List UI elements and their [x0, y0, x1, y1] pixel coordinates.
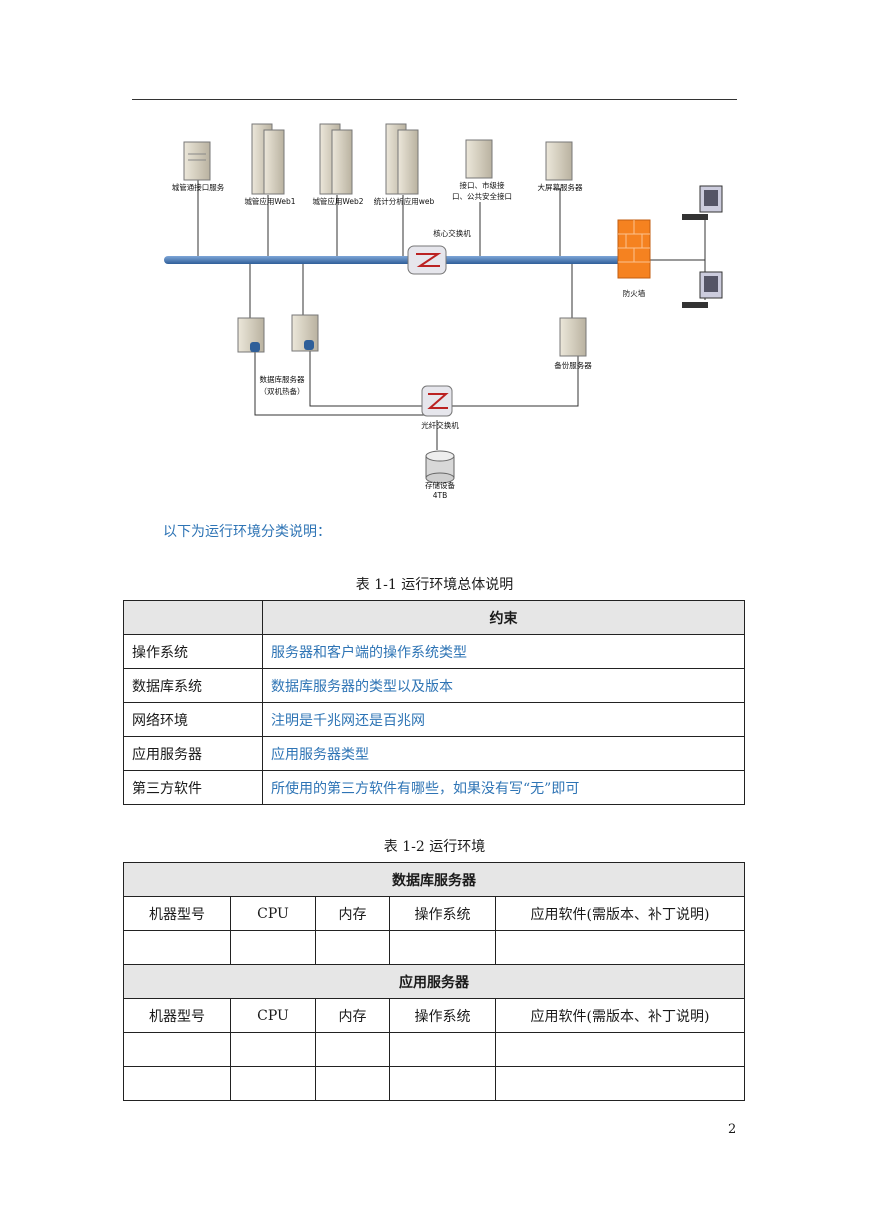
label-db-server-ha: （双机热备） — [260, 386, 305, 396]
empty-cell[interactable] — [230, 1066, 316, 1101]
db-server-icon — [291, 314, 319, 352]
empty-cell[interactable] — [495, 1066, 745, 1101]
client-pc-icon — [682, 185, 723, 220]
row-key: 操作系统 — [123, 634, 263, 669]
network-diagram: 城管通接口服务 城管应用Web1 城管应用Web2 统计分析应用web 接口、市… — [164, 123, 723, 500]
row-key: 网络环境 — [123, 702, 263, 737]
empty-cell[interactable] — [495, 1032, 745, 1067]
empty-cell[interactable] — [123, 1066, 231, 1101]
empty-cell[interactable] — [495, 930, 745, 965]
col-os: 操作系统 — [389, 896, 496, 931]
client-pc-icon — [682, 271, 723, 308]
label-storage-size: 4TB — [433, 491, 448, 500]
col-software: 应用软件(需版本、补丁说明) — [495, 896, 745, 931]
section-row: 数据库服务器 — [123, 862, 745, 897]
row-key: 数据库系统 — [123, 668, 263, 703]
db-server-icon — [237, 317, 265, 353]
label-interface-2: 口、公共安全接口 — [452, 191, 512, 201]
label-interface-1: 接口、市级接 — [460, 180, 505, 190]
label-web2: 城管应用Web2 — [312, 196, 363, 206]
table-row — [123, 930, 745, 965]
table-row: 应用服务器 应用服务器类型 — [123, 736, 745, 771]
row-value: 注明是千兆网还是百兆网 — [262, 702, 745, 737]
label-bigscreen: 大屏幕服务器 — [538, 182, 583, 192]
table-row: 网络环境 注明是千兆网还是百兆网 — [123, 702, 745, 737]
runtime-env-table: 数据库服务器 机器型号 CPU 内存 操作系统 应用软件(需版本、补丁说明) 应… — [123, 862, 745, 1101]
table-row — [123, 1066, 745, 1101]
col-cpu: CPU — [230, 998, 316, 1033]
table1-caption: 表 1-1 运行环境总体说明 — [355, 577, 514, 593]
header-rule — [132, 99, 737, 100]
network-backbone — [164, 256, 634, 264]
col-os: 操作系统 — [389, 998, 496, 1033]
env-overview-table: 约束 操作系统 服务器和客户端的操作系统类型 数据库系统 数据库服务器的类型以及… — [123, 600, 745, 805]
empty-cell[interactable] — [315, 1066, 390, 1101]
header-cell: 约束 — [262, 600, 745, 635]
empty-cell[interactable] — [389, 1066, 496, 1101]
server-rack-icon — [385, 123, 419, 195]
server-icon — [183, 141, 211, 181]
table-row — [123, 1032, 745, 1067]
row-value: 服务器和客户端的操作系统类型 — [262, 634, 745, 669]
empty-cell[interactable] — [123, 930, 231, 965]
row-value: 所使用的第三方软件有哪些，如果没有写“无”即可 — [262, 770, 745, 805]
intro-text: 以下为运行环境分类说明： — [163, 524, 331, 540]
section-app-server: 应用服务器 — [123, 964, 745, 999]
label-gateway-service: 城管通接口服务 — [172, 182, 225, 192]
empty-cell[interactable] — [389, 1032, 496, 1067]
empty-cell[interactable] — [123, 1032, 231, 1067]
storage-device-icon — [425, 450, 455, 484]
table-row: 操作系统 服务器和客户端的操作系统类型 — [123, 634, 745, 669]
col-memory: 内存 — [315, 896, 390, 931]
table-header-row: 约束 — [123, 600, 745, 635]
empty-cell[interactable] — [315, 1032, 390, 1067]
label-fiber-switch: 光纤交换机 — [421, 420, 459, 430]
fiber-switch-icon — [421, 385, 453, 417]
server-rack-icon — [319, 123, 353, 195]
table2-caption: 表 1-2 运行环境 — [383, 839, 486, 855]
column-header-row: 机器型号 CPU 内存 操作系统 应用软件(需版本、补丁说明) — [123, 896, 745, 931]
col-memory: 内存 — [315, 998, 390, 1033]
server-icon — [545, 141, 573, 181]
page-number: 2 — [728, 1122, 737, 1137]
label-storage: 存储设备 — [425, 480, 455, 490]
empty-cell[interactable] — [315, 930, 390, 965]
empty-cell[interactable] — [389, 930, 496, 965]
server-rack-icon — [251, 123, 285, 195]
backup-server-icon — [559, 317, 587, 357]
table-row: 第三方软件 所使用的第三方软件有哪些，如果没有写“无”即可 — [123, 770, 745, 805]
column-header-row: 机器型号 CPU 内存 操作系统 应用软件(需版本、补丁说明) — [123, 998, 745, 1033]
core-switch-icon — [407, 245, 447, 275]
col-cpu: CPU — [230, 896, 316, 931]
firewall-icon — [617, 219, 651, 279]
table-row: 数据库系统 数据库服务器的类型以及版本 — [123, 668, 745, 703]
connection-lines — [197, 180, 706, 450]
row-value: 数据库服务器的类型以及版本 — [262, 668, 745, 703]
col-model: 机器型号 — [123, 998, 231, 1033]
empty-cell[interactable] — [230, 930, 316, 965]
label-backup-server: 备份服务器 — [554, 360, 592, 370]
label-web1: 城管应用Web1 — [244, 196, 295, 206]
section-db-server: 数据库服务器 — [123, 862, 745, 897]
server-icon — [465, 139, 493, 179]
row-key: 应用服务器 — [123, 736, 263, 771]
header-cell — [123, 600, 263, 635]
label-stats-web: 统计分析应用web — [374, 196, 435, 206]
row-key: 第三方软件 — [123, 770, 263, 805]
label-core-switch: 核心交换机 — [433, 228, 471, 238]
label-db-server: 数据库服务器 — [260, 374, 305, 384]
col-software: 应用软件(需版本、补丁说明) — [495, 998, 745, 1033]
empty-cell[interactable] — [230, 1032, 316, 1067]
label-firewall: 防火墙 — [623, 288, 646, 298]
col-model: 机器型号 — [123, 896, 231, 931]
row-value: 应用服务器类型 — [262, 736, 745, 771]
section-row: 应用服务器 — [123, 964, 745, 999]
